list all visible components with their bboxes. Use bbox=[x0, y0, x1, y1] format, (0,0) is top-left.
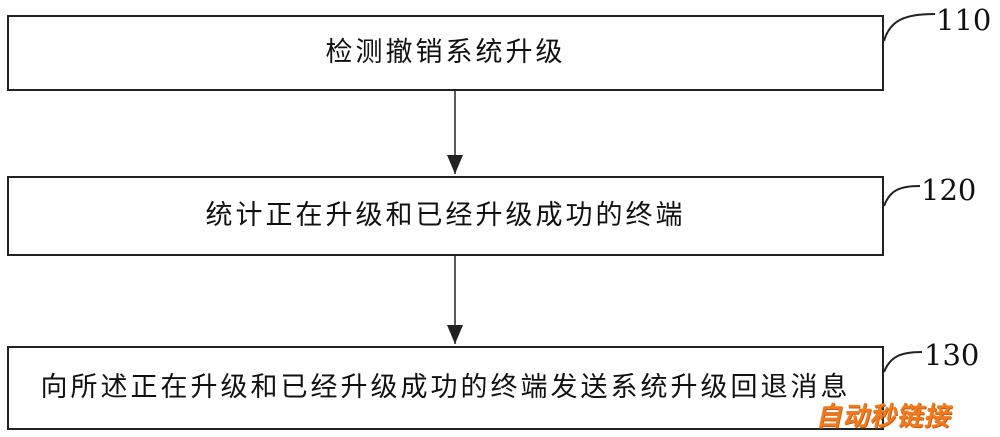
leader-120 bbox=[883, 185, 921, 207]
leader-110 bbox=[883, 13, 936, 42]
ref-label-110: 110 bbox=[936, 3, 992, 37]
step-text-110: 检测撤销系统升级 bbox=[325, 37, 566, 68]
step-box-110: 检测撤销系统升级 bbox=[7, 15, 884, 91]
arrowhead-120-to-130 bbox=[447, 325, 463, 344]
leader-130 bbox=[883, 351, 923, 373]
step-box-120: 统计正在升级和已经升级成功的终端 bbox=[7, 176, 884, 256]
arrowhead-110-to-120 bbox=[447, 155, 463, 174]
step-text-130: 向所述正在升级和已经升级成功的终端发送系统升级回退消息 bbox=[40, 372, 851, 403]
watermark-logo: 自动秒链接 bbox=[814, 402, 956, 432]
step-box-130: 向所述正在升级和已经升级成功的终端发送系统升级回退消息 bbox=[7, 346, 884, 430]
ref-label-130: 130 bbox=[924, 338, 980, 372]
ref-label-120: 120 bbox=[921, 173, 977, 207]
step-text-120: 统计正在升级和已经升级成功的终端 bbox=[205, 200, 686, 231]
